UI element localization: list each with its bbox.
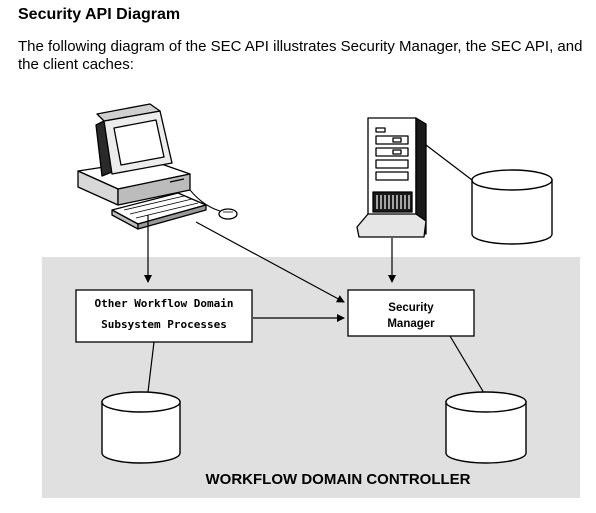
intro-paragraph: The following diagram of the SEC API ill… <box>18 38 583 73</box>
server-cache-cylinder <box>471 169 553 245</box>
security-manager-line1: Security <box>388 302 434 314</box>
processes-to-cache-line <box>147 341 155 393</box>
server-icon <box>356 117 427 238</box>
subsystem-processes-box: Other Workflow Domain Subsystem Processe… <box>75 289 253 343</box>
process-cache-cylinder <box>101 391 181 464</box>
security-manager-line2: Manager <box>387 318 435 330</box>
subsystem-processes-line1: Other Workflow Domain <box>94 297 233 310</box>
workstation-to-manager-arrow <box>195 221 345 303</box>
server-to-cache-line <box>425 144 473 181</box>
manager-to-cache-line <box>449 335 485 394</box>
page-heading: Security API Diagram <box>18 6 181 23</box>
workstation-icon <box>77 103 238 230</box>
security-manager-box: Security Manager <box>347 289 475 337</box>
controller-label: WORKFLOW DOMAIN CONTROLLER <box>206 471 471 488</box>
subsystem-processes-line2: Subsystem Processes <box>101 318 227 331</box>
manager-cache-cylinder <box>445 391 527 464</box>
